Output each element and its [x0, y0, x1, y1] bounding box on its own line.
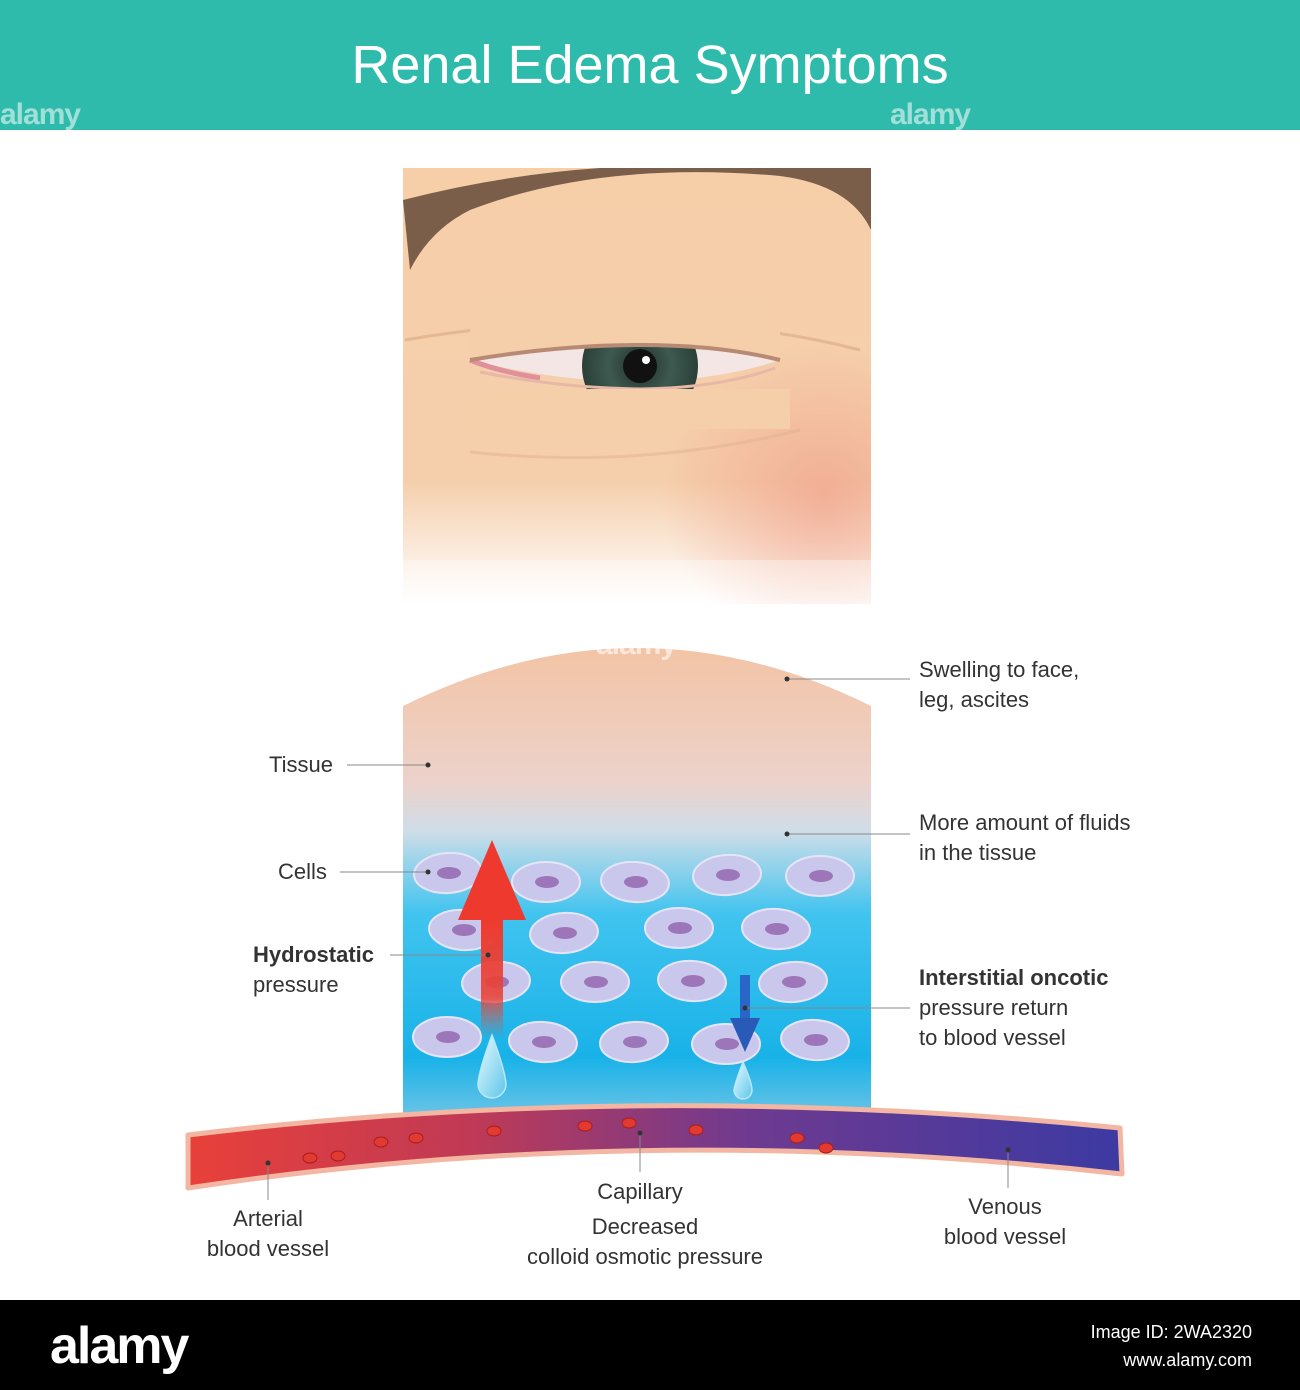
decreased-label-line2: colloid osmotic pressure: [527, 1244, 763, 1269]
red-blood-cell: [486, 1125, 502, 1137]
tissue-label: Tissue: [269, 752, 333, 777]
red-blood-cell: [688, 1124, 704, 1136]
footer-brand: alamy: [50, 1317, 189, 1375]
venous-label: Venous blood vessel: [905, 1192, 1105, 1252]
tissue-cell: [657, 959, 727, 1003]
tissue-cell: [529, 911, 599, 955]
venous-label-line1: Venous: [968, 1194, 1042, 1219]
red-blood-cells: [302, 1117, 834, 1164]
cells-label: Cells: [278, 859, 327, 884]
oncotic-label-line3: to blood vessel: [919, 1025, 1066, 1050]
cell-group: [412, 851, 855, 1065]
tissue-cell: [741, 907, 811, 951]
pupil: [623, 349, 657, 383]
red-blood-cell: [577, 1120, 593, 1132]
venous-label-line2: blood vessel: [943, 1224, 1067, 1249]
eyebrow: [403, 168, 871, 270]
red-blood-cell: [818, 1142, 834, 1154]
fluid-droplet: [733, 1060, 753, 1100]
edema-diagram: [185, 168, 1125, 1200]
footer-bar: alamy Image ID: 2WA2320 www.alamy.com: [0, 1300, 1300, 1390]
site-url: www.alamy.com: [1123, 1350, 1252, 1370]
arterial-label-line2: blood vessel: [206, 1236, 330, 1261]
arterial-label: Arterial blood vessel: [168, 1204, 368, 1264]
tissue-cell: [511, 861, 581, 903]
decreased-pressure-label: Decreased colloid osmotic pressure: [480, 1212, 810, 1272]
red-blood-cell: [789, 1132, 805, 1144]
tissue-cell: [780, 1018, 850, 1062]
watermark: alamy: [596, 628, 677, 661]
oncotic-label: Interstitial oncotic pressure return to …: [919, 963, 1108, 1053]
hydrostatic-label-rest: pressure: [253, 972, 339, 997]
tissue-cell: [560, 961, 630, 1003]
hydrostatic-label: Hydrostatic pressure: [253, 940, 374, 1000]
red-blood-cell: [373, 1136, 389, 1148]
tissue-cell: [785, 855, 855, 897]
tissue-cell: [644, 907, 714, 949]
fluids-label-line2: in the tissue: [919, 840, 1037, 865]
leader-lines: [267, 678, 1009, 1200]
leader-dots: [265, 676, 1011, 1166]
swelling-label: Swelling to face, leg, ascites: [919, 655, 1079, 715]
hydrostatic-pressure-arrow: [458, 840, 526, 1038]
red-blood-cell: [408, 1132, 424, 1144]
fluid-droplet: [477, 1032, 507, 1099]
oncotic-label-bold: Interstitial oncotic: [919, 965, 1109, 990]
tissue-cell: [413, 851, 483, 895]
swelling-label-line2: leg, ascites: [919, 687, 1030, 712]
fluids-label: More amount of fluids in the tissue: [919, 808, 1131, 868]
red-blood-cell: [330, 1150, 346, 1162]
tissue-cell: [508, 1020, 578, 1064]
watermark: alamy: [890, 98, 971, 131]
hydrostatic-label-bold: Hydrostatic: [253, 942, 375, 967]
tissue-cell: [599, 1020, 669, 1064]
tissue-cell: [758, 960, 828, 1004]
fluids-label-line1: More amount of fluids: [919, 810, 1131, 835]
capillary-vessel: [185, 1103, 1125, 1191]
title-banner: Renal Edema Symptoms alamy alamy: [0, 0, 1300, 131]
arterial-label-line1: Arterial: [233, 1206, 303, 1231]
capillary-label: Capillary: [597, 1179, 683, 1204]
oncotic-pressure-arrow: [730, 975, 760, 1052]
oncotic-label-line2: pressure return: [919, 995, 1069, 1020]
image-id: Image ID: 2WA2320: [1090, 1322, 1252, 1342]
red-blood-cell: [302, 1152, 318, 1164]
red-blood-cell: [621, 1117, 637, 1129]
tissue-cell: [600, 860, 670, 904]
watermark: alamy: [0, 98, 81, 131]
tissue-cell: [692, 853, 762, 897]
tissue-cell: [412, 1016, 482, 1058]
swollen-eye-illustration: [403, 168, 871, 604]
page-title: Renal Edema Symptoms: [351, 35, 949, 95]
swelling-label-line1: Swelling to face,: [919, 657, 1080, 682]
decreased-label-line1: Decreased: [591, 1214, 699, 1239]
